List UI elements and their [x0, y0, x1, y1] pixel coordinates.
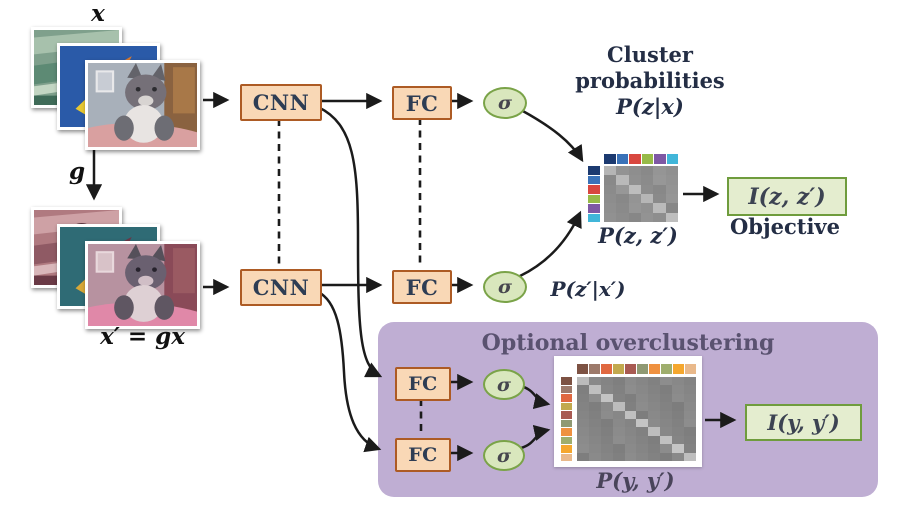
arrow-sigma3-to-pyy: [520, 384, 551, 410]
p-z-given-x-label: P(z|x): [616, 94, 684, 119]
arrow-cnn-to-fc3: [317, 105, 383, 378]
pzz-matrix-body: [604, 166, 678, 222]
transform-g-label: g: [68, 158, 86, 185]
pzz-label: P(z, z′): [598, 223, 678, 248]
photo-cat: [85, 60, 200, 150]
arrow-sigma4-to-pyy: [520, 424, 551, 450]
pyy-left-color-strip: [561, 377, 572, 461]
pyy-top-color-strip: [577, 364, 696, 374]
softmax-sigma-3: σ: [483, 369, 525, 400]
transformed-xprime-label: x′ = gx: [100, 323, 185, 350]
softmax-sigma-2: σ: [483, 271, 527, 303]
arrow-sigma2-to-pzz: [519, 210, 582, 278]
cluster-probabilities-caption: Cluster probabilities P(z|x): [545, 42, 755, 120]
objective-label: Objective: [730, 214, 840, 239]
pzz-left-color-strip: [588, 166, 600, 222]
cnn-box-2: CNN: [240, 269, 322, 306]
p-zprime-given-xprime-label: P(z′|x′): [550, 277, 626, 301]
cnn-box-1: CNN: [240, 84, 322, 121]
cluster-caption-line2: probabilities: [575, 68, 725, 93]
fc-box-1: FC: [392, 86, 452, 120]
mutual-info-iyy-box: I(y, y′): [745, 404, 862, 441]
arrow-sigma-to-pzz: [520, 108, 584, 163]
arrow-cnn2-to-fc4: [317, 290, 382, 453]
mutual-info-izz-box: I(z, z′): [727, 177, 847, 216]
softmax-sigma-4: σ: [483, 440, 525, 471]
cluster-caption-line1: Cluster: [607, 42, 693, 67]
fc-box-overcluster-2: FC: [395, 438, 451, 472]
fc-box-2: FC: [392, 270, 452, 304]
input-x-label: x: [91, 0, 105, 27]
pzz-top-color-strip: [604, 154, 678, 164]
overclustering-title: Optional overclustering: [481, 330, 775, 356]
photo-cat-transformed: [85, 241, 200, 329]
fc-box-overcluster-1: FC: [395, 367, 451, 401]
pyy-label: P(y, y′): [596, 468, 675, 493]
pyy-matrix-body: [577, 377, 696, 461]
softmax-sigma-1: σ: [483, 87, 527, 119]
